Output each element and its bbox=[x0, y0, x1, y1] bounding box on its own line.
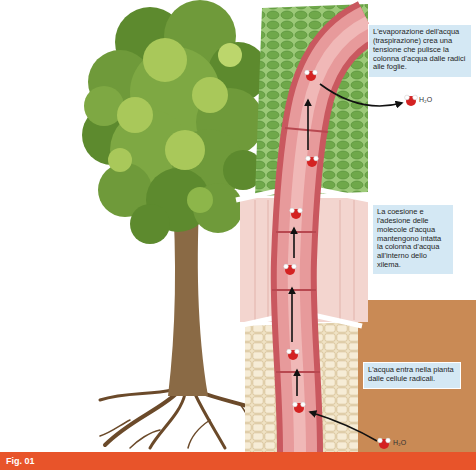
soil bbox=[355, 300, 476, 452]
box-text: L'evaporazione dell'acqua (traspirazione… bbox=[373, 28, 467, 72]
uptake-arrow bbox=[310, 412, 377, 441]
box-text: La coesione e l'adesione delle molecole … bbox=[377, 208, 449, 270]
molecule-label: H₂O bbox=[419, 96, 432, 103]
molecule-label: H₂O bbox=[393, 439, 406, 446]
figure-caption: Fig. 01 bbox=[0, 452, 476, 470]
text-box: La coesione e l'adesione delle molecole … bbox=[372, 204, 454, 275]
text-box: L'evaporazione dell'acqua (traspirazione… bbox=[368, 24, 472, 78]
box-text: L'acqua entra nella pianta dalle cellule… bbox=[368, 366, 456, 384]
text-box: L'acqua entra nella pianta dalle cellule… bbox=[363, 362, 461, 389]
evaporation-arrow bbox=[320, 84, 402, 106]
xylem-tube bbox=[294, 22, 368, 452]
caption-bar: Fig. 01 bbox=[0, 452, 476, 470]
